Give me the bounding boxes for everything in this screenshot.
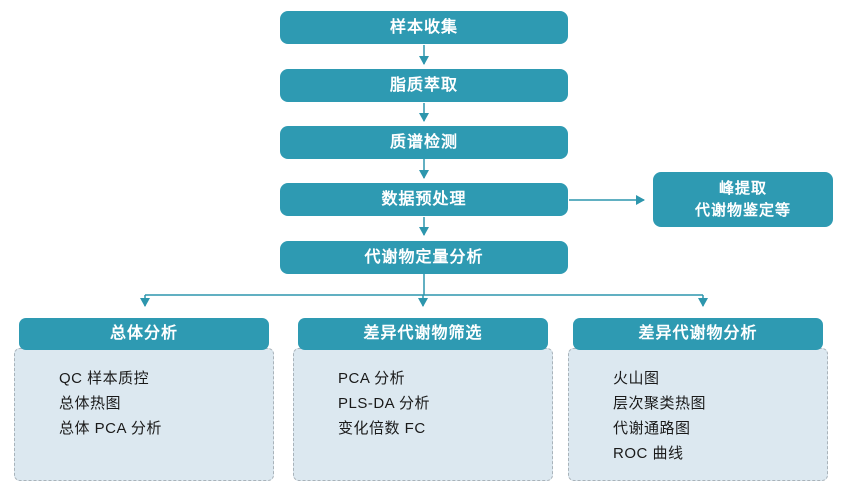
list-item: PLS-DA 分析: [338, 395, 431, 412]
side-note-line1: 峰提取: [718, 179, 767, 197]
flow-step-quantitative-analysis: 代谢物定量分析: [280, 241, 568, 274]
side-note-line2: 代谢物鉴定等: [694, 201, 791, 219]
panel-title-differential-analysis: 差异代谢物分析: [573, 318, 823, 350]
flow-step-sample-collection: 样本收集: [280, 11, 568, 44]
panel-title-differential-screening: 差异代谢物筛选: [298, 318, 548, 350]
panel-differential-screening: PCA 分析 PLS-DA 分析 变化倍数 FC: [293, 348, 553, 481]
list-item: 总体 PCA 分析: [59, 420, 162, 437]
list-item: 变化倍数 FC: [338, 420, 426, 437]
list-item: PCA 分析: [338, 370, 406, 387]
flow-step-data-preprocessing: 数据预处理: [280, 183, 568, 216]
list-item: 层次聚类热图: [613, 395, 707, 412]
list-item: QC 样本质控: [59, 370, 150, 387]
panel-differential-analysis: 火山图 层次聚类热图 代谢通路图 ROC 曲线: [568, 348, 828, 481]
panel-overall-analysis: QC 样本质控 总体热图 总体 PCA 分析: [14, 348, 274, 481]
list-item: ROC 曲线: [613, 445, 684, 462]
list-item: 总体热图: [59, 395, 122, 412]
list-item: 代谢通路图: [613, 420, 691, 437]
flow-step-lipid-extraction: 脂质萃取: [280, 69, 568, 102]
flow-step-ms-detection: 质谱检测: [280, 126, 568, 159]
side-note-box: 峰提取 代谢物鉴定等: [653, 172, 833, 227]
panel-title-overall-analysis: 总体分析: [19, 318, 269, 350]
list-item: 火山图: [613, 370, 660, 387]
